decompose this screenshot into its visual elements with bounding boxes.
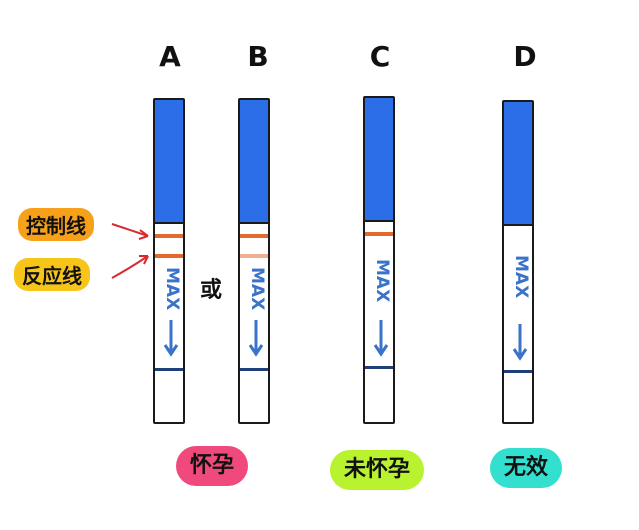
- strip-c-absorbent-tip: [365, 98, 393, 222]
- test-strip-b: MAX: [238, 98, 270, 424]
- strip-b-control-line: [240, 234, 268, 238]
- result-invalid-badge: 无效: [490, 448, 563, 488]
- strip-b-down-arrow-icon: [248, 320, 264, 357]
- letter-b: B: [247, 40, 269, 73]
- control-line-label: 控制线: [18, 208, 94, 241]
- letter-c: C: [369, 40, 391, 73]
- reaction-pointer-icon: [111, 255, 149, 279]
- strip-c-down-arrow-icon: [373, 320, 389, 357]
- control-pointer-head-icon: [138, 229, 149, 240]
- strip-c-control-line: [365, 232, 393, 236]
- strip-c-max-text: MAX: [372, 259, 392, 303]
- strip-a-control-line: [155, 234, 183, 238]
- letter-d: D: [513, 40, 537, 73]
- reaction-line-label: 反应线: [14, 258, 90, 291]
- strip-a-max-line: [155, 368, 183, 371]
- strip-d-max-line: [504, 370, 532, 373]
- test-strip-a: MAX: [153, 98, 185, 424]
- strip-b-max-line: [240, 368, 268, 371]
- strip-a-absorbent-tip: [155, 100, 183, 224]
- strip-d-absorbent-tip: [504, 102, 532, 226]
- test-strip-c: MAX: [363, 96, 395, 424]
- result-not-pregnant-badge: 未怀孕: [330, 450, 425, 490]
- strip-b-absorbent-tip: [240, 100, 268, 224]
- letter-a: A: [159, 40, 181, 73]
- test-strip-d: MAX: [502, 100, 534, 424]
- strip-b-faint-reaction-line: [240, 254, 268, 258]
- or-text: 或: [200, 278, 223, 303]
- strip-d-down-arrow-icon: [512, 324, 528, 361]
- strip-d-max-text: MAX: [511, 255, 531, 299]
- strip-b-max-text: MAX: [247, 267, 267, 311]
- result-pregnant-badge: 怀孕: [176, 446, 249, 486]
- control-pointer-icon: [111, 223, 149, 237]
- strip-a-max-text: MAX: [162, 267, 182, 311]
- strip-c-max-line: [365, 366, 393, 369]
- reaction-pointer-head-icon: [139, 255, 149, 265]
- strip-a-reaction-line: [155, 254, 183, 258]
- strip-a-down-arrow-icon: [163, 320, 179, 357]
